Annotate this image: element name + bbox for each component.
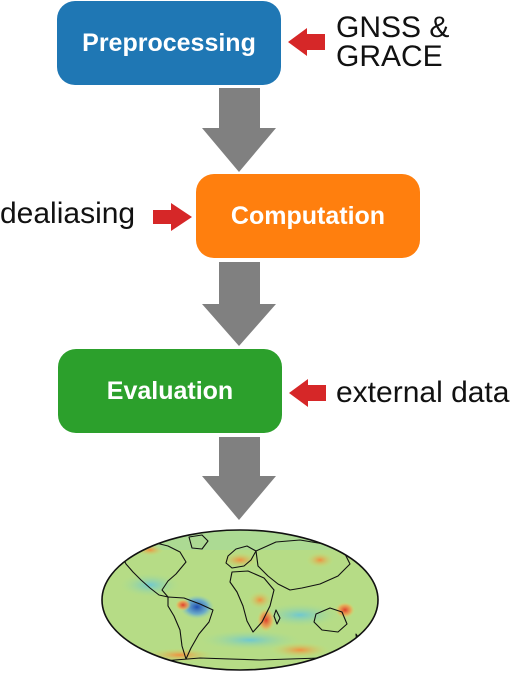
flow-arrows — [202, 88, 276, 520]
left-pointing-arrow-icon — [288, 28, 325, 56]
left-pointing-arrow-icon — [289, 379, 326, 407]
evaluation-label: Evaluation — [106, 376, 234, 405]
preprocessing-label: Preprocessing — [82, 28, 256, 57]
dealiasing-label: dealiasing — [0, 197, 136, 230]
right-pointing-arrow-icon — [153, 203, 192, 231]
computation-label: Computation — [230, 201, 386, 230]
gnss-grace-label: GNSS & GRACE — [336, 11, 450, 73]
down-arrow-icon — [202, 88, 276, 172]
computation-box: Computation — [196, 174, 420, 258]
gnss-label-line2: GRACE — [336, 40, 443, 73]
down-arrow-icon — [202, 262, 276, 346]
down-arrow-icon — [202, 437, 276, 520]
preprocessing-box: Preprocessing — [57, 1, 281, 85]
evaluation-box: Evaluation — [58, 349, 282, 433]
gnss-label-line1: GNSS & — [336, 11, 450, 44]
external-data-label: external data — [336, 376, 510, 409]
input-arrows — [153, 28, 326, 407]
world-map-icon — [101, 529, 379, 671]
